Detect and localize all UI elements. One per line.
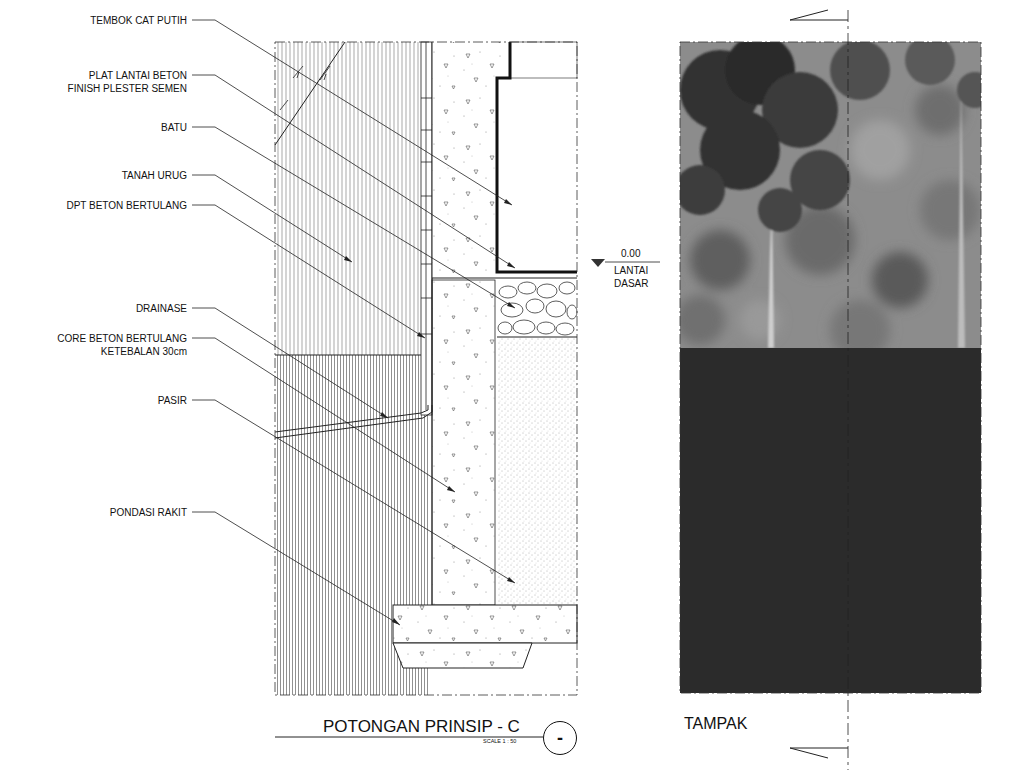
marker-text: -: [557, 728, 563, 749]
level-label: LANTAI DASAR: [614, 264, 659, 290]
callout-label: DPT BETON BERTULANG: [27, 199, 187, 212]
section-marker-circle: -: [543, 721, 577, 755]
level-label: 0.00: [621, 247, 661, 260]
callout-label: TANAH URUG: [47, 169, 187, 182]
callout-label: PASIR: [47, 394, 187, 407]
drawing-title: POTONGAN PRINSIP - C: [323, 717, 520, 737]
scale-note: SCALE 1 : 50: [483, 738, 543, 745]
callout-label: CORE BETON BERTULANG KETEBALAN 30cm: [47, 332, 187, 358]
callout-label: PONDASI RAKIT: [47, 506, 187, 519]
callout-label: BATU: [47, 121, 187, 134]
callout-label: TEMBOK CAT PUTIH: [47, 14, 187, 27]
view-title: TAMPAK: [684, 713, 804, 734]
callout-label: DRAINASE: [47, 302, 187, 315]
callout-label: PLAT LANTAI BETON FINISH PLESTER SEMEN: [57, 69, 187, 95]
